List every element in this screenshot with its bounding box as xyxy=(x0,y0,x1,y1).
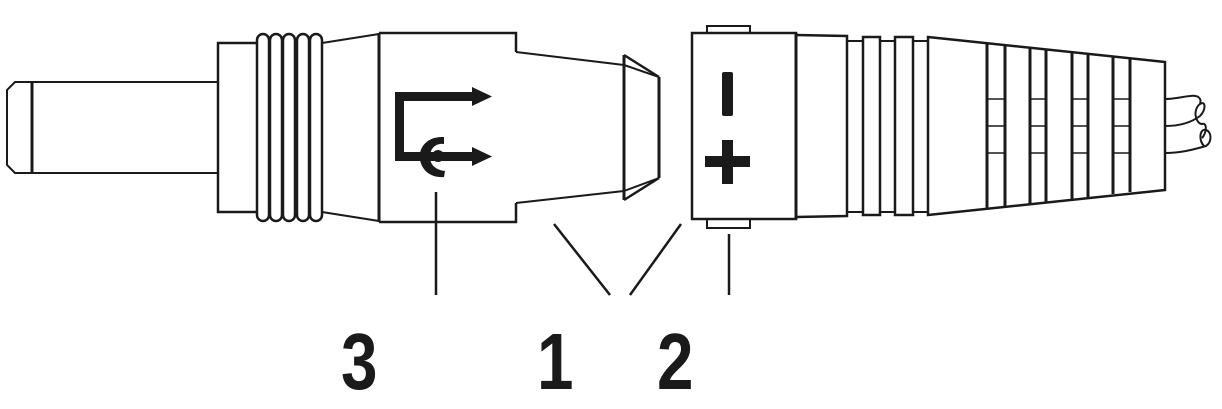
plug-collar xyxy=(216,41,257,214)
plug-pin xyxy=(6,81,217,174)
callout-label-2: 2 xyxy=(657,317,693,406)
leader-line-1b xyxy=(628,223,683,296)
plug-taper xyxy=(321,33,380,222)
ribbed-collar-icon xyxy=(255,32,324,223)
plug-nose xyxy=(515,51,661,204)
socket-housing xyxy=(690,25,798,229)
plus-sign-icon xyxy=(705,140,750,184)
minus-sign-icon xyxy=(722,72,733,116)
callout-label-3: 3 xyxy=(341,317,377,406)
leader-line-1a xyxy=(553,223,611,296)
callout-label-1: 1 xyxy=(537,317,573,406)
plug-body xyxy=(377,31,518,224)
twisted-wire-icon xyxy=(1164,94,1212,154)
connection-arrows-icon xyxy=(395,87,492,178)
socket-rings xyxy=(795,33,928,219)
leader-lines xyxy=(434,192,731,296)
cable-boot xyxy=(926,35,1167,217)
